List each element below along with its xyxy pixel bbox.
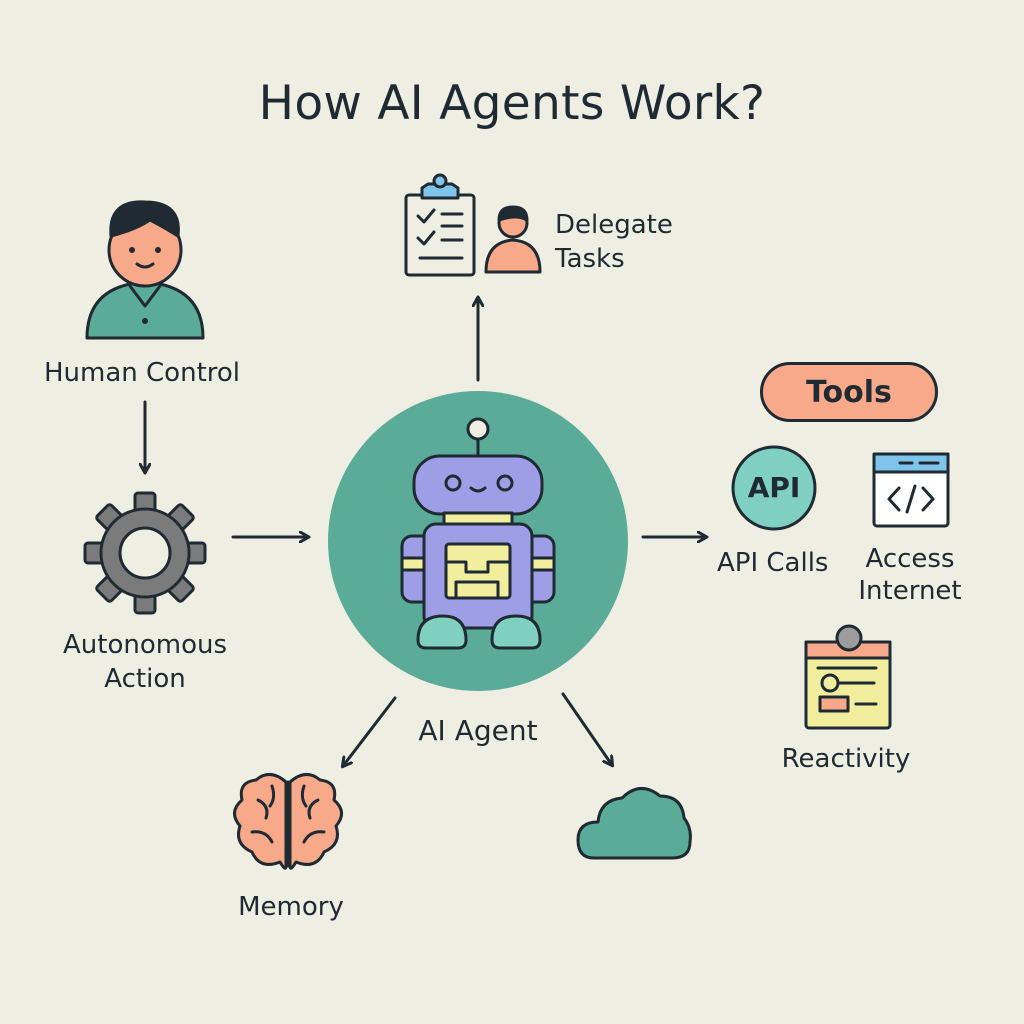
gear-icon bbox=[83, 491, 207, 615]
calendar-icon bbox=[804, 624, 892, 730]
page-title: How AI Agents Work? bbox=[258, 76, 766, 131]
api-icon-text: API bbox=[747, 471, 801, 504]
clipboard-icon bbox=[404, 173, 476, 277]
label-delegate-line2: Tasks bbox=[555, 244, 625, 274]
api-icon bbox=[731, 445, 817, 531]
tools-pill: Tools bbox=[760, 362, 938, 422]
label-tools: Tools bbox=[806, 374, 892, 410]
label-access-line2: Internet bbox=[858, 576, 962, 606]
label-ai-agent: AI Agent bbox=[418, 714, 538, 747]
label-access-line1: Access bbox=[865, 544, 955, 574]
small-person-icon bbox=[484, 205, 542, 274]
cloud-icon bbox=[576, 787, 692, 860]
label-human-control: Human Control bbox=[44, 358, 241, 388]
label-reactivity: Reactivity bbox=[781, 744, 911, 774]
robot-icon bbox=[400, 417, 556, 650]
brain-icon bbox=[233, 773, 343, 870]
label-delegate-line1: Delegate bbox=[555, 210, 673, 240]
label-memory: Memory bbox=[238, 892, 344, 922]
arrow-agent-to-cloud bbox=[561, 692, 612, 765]
label-api-calls: API Calls bbox=[717, 548, 829, 578]
arrows bbox=[145, 298, 706, 766]
label-autonomous-line1: Autonomous bbox=[62, 630, 227, 660]
arrow-agent-to-memory bbox=[343, 696, 397, 766]
label-autonomous-line2: Action bbox=[104, 664, 186, 694]
browser-code-icon bbox=[872, 452, 950, 528]
person-icon bbox=[85, 200, 205, 340]
